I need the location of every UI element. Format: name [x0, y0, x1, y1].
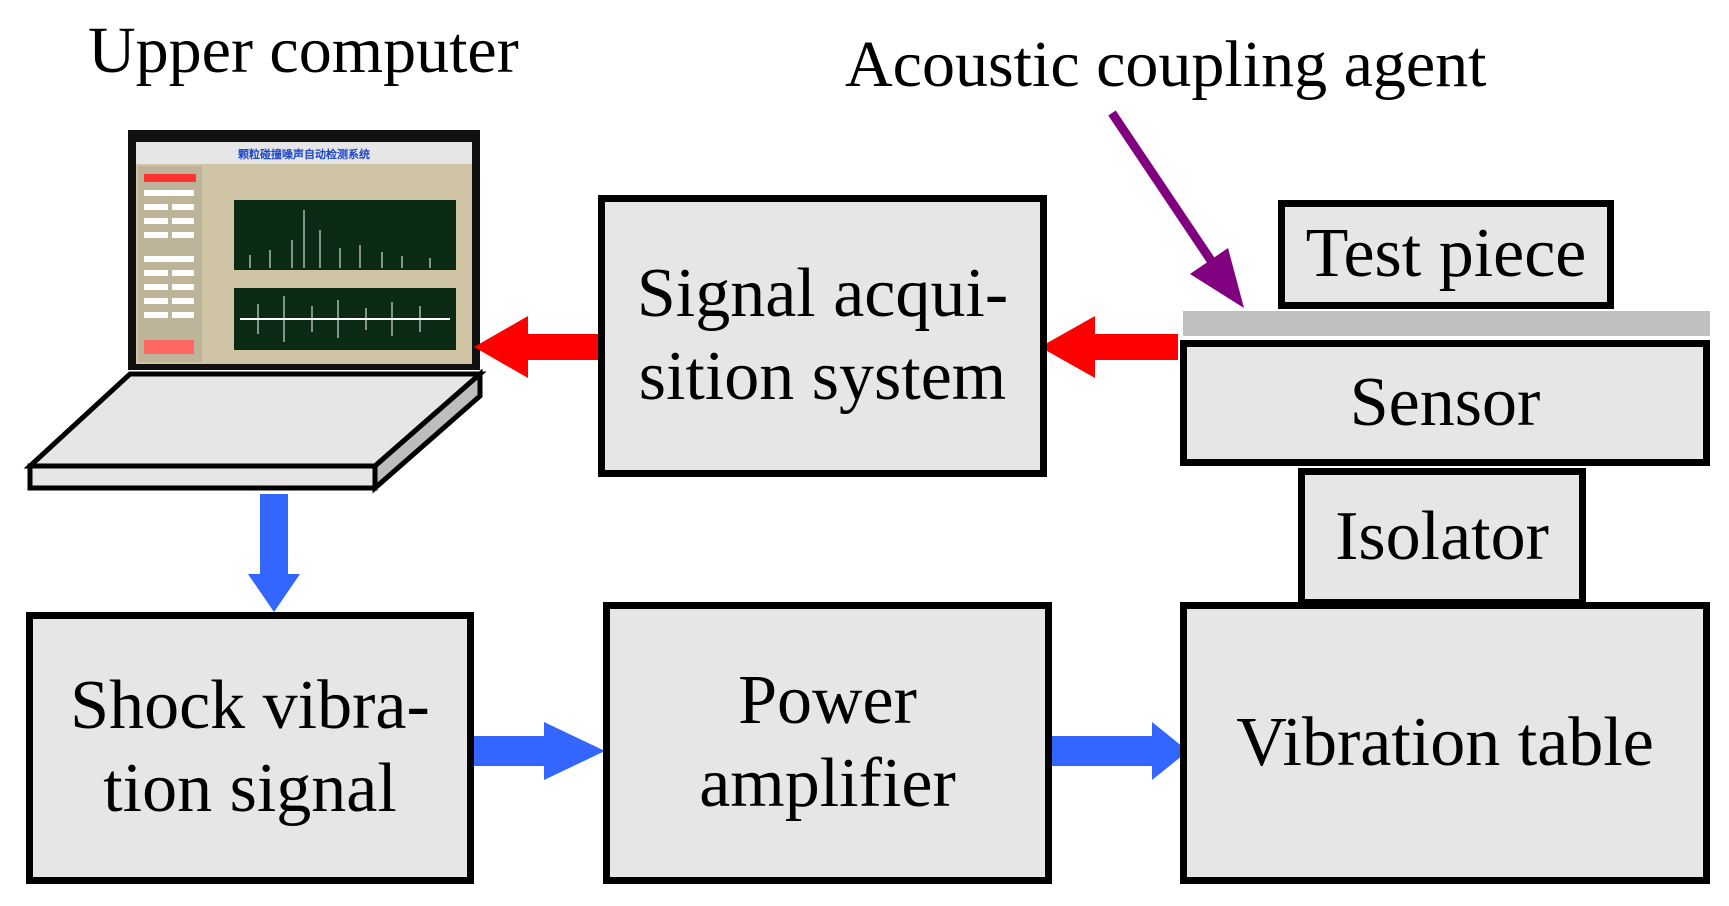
power-amplifier-line-2: amplifier [699, 745, 956, 822]
laptop-screen-title: 颗粒碰撞噪声自动检测系统 [238, 147, 370, 161]
sensor-label: Sensor [1349, 363, 1541, 441]
blue-arrow-to-table-shaft [1052, 736, 1154, 766]
purple-arrow-head [1190, 248, 1244, 308]
vibration-table-box: Vibration table [1180, 602, 1710, 884]
acoustic-coupling-agent-label: Acoustic coupling agent [845, 28, 1487, 101]
blue-arrow-to-amp-shaft [474, 736, 546, 766]
blue-arrow-down-head [248, 574, 300, 612]
laptop-screen-sidepanel [138, 166, 202, 362]
signal-acquisition-line-1: Signal acqui- [636, 255, 1009, 333]
laptop-keyboard-side [372, 368, 483, 494]
shock-vibration-signal-box: Shock vibra- tion signal [26, 612, 474, 884]
laptop-screen-titlebar [136, 142, 472, 164]
power-amplifier-box: Power amplifier [603, 602, 1052, 884]
acoustic-coupling-plate [1183, 311, 1710, 336]
red-arrow-sensor-shaft [1093, 334, 1178, 360]
laptop-screen-side-header [144, 174, 196, 182]
blue-arrow-down-shaft [260, 494, 288, 576]
red-arrow-sensor-head [1040, 316, 1095, 378]
test-piece-box: Test piece [1278, 200, 1614, 309]
sensor-box: Sensor [1180, 340, 1710, 466]
vibration-table-label: Vibration table [1236, 703, 1654, 781]
upper-computer-label: Upper computer [88, 14, 519, 87]
shock-vibration-line-2: tion signal [103, 750, 397, 827]
power-amplifier-line-1: Power [738, 662, 917, 740]
red-arrow-acq-shaft [526, 334, 609, 360]
laptop-keyboard-front [27, 463, 378, 491]
isolator-box: Isolator [1298, 468, 1586, 606]
signal-acquisition-line-2: sition system [638, 338, 1007, 415]
laptop-screen-chart-top-trace [249, 210, 431, 268]
isolator-label: Isolator [1335, 497, 1549, 575]
blue-arrow-to-amp-head [544, 722, 605, 780]
purple-arrow-shaft [1108, 110, 1216, 265]
laptop-screen-side-note [144, 340, 194, 354]
laptop-screen-chart-bottom-trace [257, 296, 421, 342]
laptop-icon: 颗粒碰撞噪声自动检测系统 [23, 130, 487, 494]
test-piece-label: Test piece [1305, 215, 1587, 293]
blue-arrow-to-table-head [1152, 722, 1188, 780]
red-arrow-acq-head [474, 316, 528, 378]
laptop-screen-chart-top [234, 200, 456, 270]
laptop-screen-side-fields [144, 190, 194, 318]
signal-acquisition-box: Signal acqui- sition system [598, 195, 1047, 477]
shock-vibration-line-1: Shock vibra- [70, 667, 430, 745]
